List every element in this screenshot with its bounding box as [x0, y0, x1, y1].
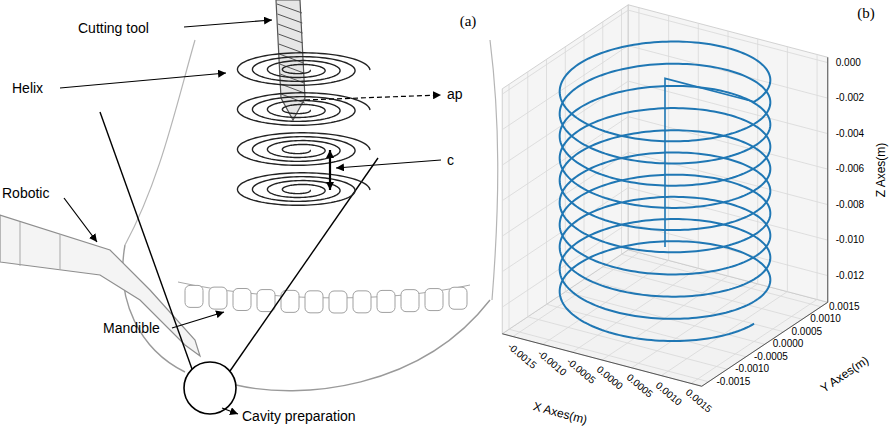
tick-label: -0.0005 [754, 351, 788, 363]
tick-label: -0.004 [836, 128, 864, 140]
mandible-outline [123, 245, 490, 391]
dimension-label: ap [447, 86, 463, 102]
zoom-line [100, 112, 192, 369]
tooth [377, 290, 395, 312]
tick-label: -0.012 [836, 270, 864, 282]
part-label: Helix [12, 80, 43, 96]
tick-label: -0.008 [836, 199, 864, 211]
grid-line [509, 84, 510, 329]
tick-label: 0.0015 [683, 387, 714, 415]
tooth [257, 290, 275, 312]
z-axis-line [827, 57, 828, 302]
tooth [401, 290, 419, 312]
ap-arrow [305, 95, 441, 100]
tooth [449, 287, 467, 309]
face-outline [125, 40, 195, 245]
tool-flute [279, 44, 303, 53]
robotic-arm [0, 215, 200, 356]
tick-label: 0.0000 [773, 339, 804, 351]
tick-label: 0.000 [836, 57, 861, 69]
grid-line [661, 292, 787, 376]
helix-spiral [237, 93, 370, 126]
helix-spiral [237, 133, 370, 166]
panel-letter: (b) [857, 5, 875, 22]
tooth [329, 291, 347, 313]
grid-line [622, 254, 822, 307]
tool-flute [278, 24, 303, 33]
leader-arrow [172, 312, 224, 328]
c-double-arrow [329, 150, 331, 190]
part-label: Cavity preparation [242, 408, 356, 424]
grid-line [698, 23, 699, 268]
cavity-circle [184, 362, 236, 414]
robotic-arm-detail [20, 222, 60, 270]
leader-arrow [64, 198, 97, 242]
leader-arrow [336, 160, 441, 168]
grid-line [817, 54, 818, 299]
tooth [305, 291, 323, 313]
tick-label: 0.0005 [624, 371, 655, 399]
leader-arrow [184, 20, 272, 27]
axis-title: Z Axes(m) [875, 143, 889, 198]
grid-line [787, 47, 788, 292]
grid-line [628, 188, 828, 241]
tick-label: -0.0010 [535, 348, 568, 379]
tick-label: 0.0000 [594, 364, 625, 392]
tooth [209, 287, 227, 309]
tooth [353, 291, 371, 313]
grid-line [691, 299, 817, 383]
teeth [185, 285, 467, 313]
zoom-line [230, 158, 378, 371]
tooth [185, 285, 203, 307]
tick-label: -0.006 [836, 163, 864, 175]
helix-spirals [237, 53, 370, 206]
tick-label: -0.010 [836, 234, 864, 246]
grid-line [668, 15, 669, 260]
grid-line [628, 117, 828, 170]
grid-line [757, 39, 758, 284]
grid-line [527, 72, 528, 317]
tool-flute [278, 34, 303, 43]
axis-title: X Axes(m) [531, 400, 588, 428]
leader-arrow [222, 408, 238, 414]
grid-line [621, 9, 622, 254]
tool-flute [277, 4, 302, 13]
tick-label: 0.0010 [810, 314, 841, 326]
axis-title: Y Axes(m) [818, 354, 871, 396]
tick-label: -0.0015 [505, 340, 538, 371]
part-label: Mandible [103, 320, 160, 336]
tooth [233, 288, 251, 310]
part-label: Cutting tool [78, 20, 149, 36]
tick-label: 0.0015 [829, 301, 860, 313]
dimension-label: c [447, 152, 454, 168]
tick-label: -0.002 [836, 92, 864, 104]
tick-label: -0.0010 [735, 364, 769, 376]
grid-line [546, 59, 547, 304]
tick-label: 0.0005 [792, 326, 823, 338]
helix-3d-plot [502, 5, 828, 386]
part-label: Robotic [2, 185, 49, 201]
tick-label: 0.0010 [654, 379, 685, 407]
tooth [425, 289, 443, 311]
leader-arrow [60, 73, 226, 88]
tick-label: -0.0005 [565, 356, 598, 387]
panel-letter: (a) [460, 13, 477, 30]
helix-spiral [237, 53, 370, 86]
grid-line [584, 34, 585, 279]
helix-path [560, 42, 771, 342]
tool-flute [277, 14, 302, 23]
face-outline [490, 40, 498, 300]
helix-spiral [237, 173, 370, 206]
grid-line [728, 31, 729, 276]
tick-label: -0.0015 [717, 376, 751, 388]
